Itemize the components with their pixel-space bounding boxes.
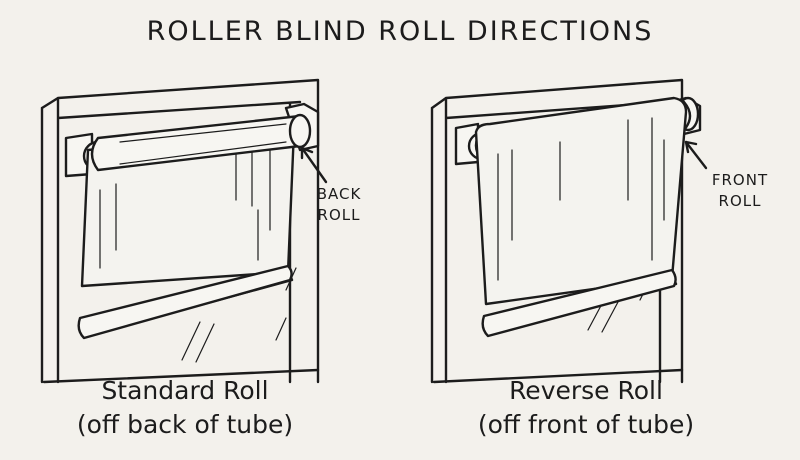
back-roll-arrow xyxy=(300,146,328,184)
front-roll-arrow xyxy=(684,140,708,170)
front-roll-label: FRONT ROLL xyxy=(704,170,776,212)
reverse-roll-subheading: (off front of tube) xyxy=(477,410,695,439)
front-roll-line-1: FRONT xyxy=(711,171,769,189)
standard-roll-illustration xyxy=(40,78,328,384)
reverse-roll-illustration xyxy=(430,78,708,384)
back-roll-line-2: ROLL xyxy=(317,206,361,224)
left-window-frame xyxy=(40,78,320,384)
front-roll-line-2: ROLL xyxy=(718,192,762,210)
back-roll-line-1: BACK xyxy=(316,185,362,203)
diagram-title: ROLLER BLIND ROLL DIRECTIONS xyxy=(146,16,654,47)
right-blind-fabric xyxy=(474,96,688,306)
reverse-roll-heading: Reverse Roll xyxy=(509,376,663,405)
standard-roll-subheading: (off back of tube) xyxy=(76,410,294,439)
standard-roll-caption: Standard Roll (off back of tube) xyxy=(60,374,310,442)
back-roll-label: BACK ROLL xyxy=(308,184,370,226)
right-window-frame xyxy=(430,78,684,384)
reverse-roll-caption: Reverse Roll (off front of tube) xyxy=(456,374,716,442)
standard-roll-heading: Standard Roll xyxy=(101,376,269,405)
